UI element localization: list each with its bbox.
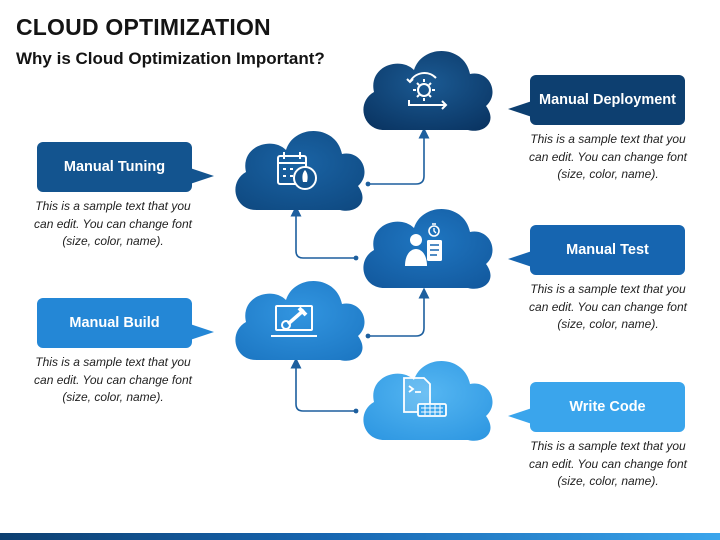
- card-write-code: Write Code: [508, 382, 685, 432]
- gear-cycle-icon: [406, 72, 448, 110]
- card-manual-test: Manual Test: [508, 225, 685, 275]
- connector-tuning-to-deployment: [368, 127, 430, 185]
- laptop-tools-icon: [271, 305, 317, 337]
- tester-clipboard-icon: [405, 223, 442, 266]
- connectors: [290, 127, 430, 414]
- cloud-manual-test: [363, 208, 493, 289]
- bottom-accent-bar: [0, 533, 720, 540]
- description-manual-deployment: This is a sample text that you can edit.…: [529, 132, 687, 181]
- cloud-manual-build: [235, 280, 365, 361]
- calendar-rocket-icon: [277, 152, 317, 190]
- page-subtitle: Why is Cloud Optimization Important?: [16, 49, 325, 68]
- card-manual-tuning: Manual Tuning: [37, 142, 214, 192]
- card-manual-deployment: Manual Deployment: [508, 75, 685, 125]
- description-manual-test: This is a sample text that you can edit.…: [529, 282, 687, 331]
- connector-test-to-tuning: [290, 205, 356, 259]
- cloud-write-code: [363, 360, 493, 441]
- page-title: CLOUD OPTIMIZATION: [16, 14, 271, 40]
- code-keyboard-icon: [403, 377, 447, 417]
- cloud-manual-deployment: [363, 50, 493, 131]
- cloud-manual-tuning: [235, 130, 365, 211]
- connector-write-to-build: [290, 357, 356, 412]
- connector-build-to-test: [368, 287, 430, 337]
- card-manual-build: Manual Build: [37, 298, 214, 348]
- description-write-code: This is a sample text that you can edit.…: [529, 439, 687, 488]
- description-manual-tuning: This is a sample text that you can edit.…: [34, 199, 192, 248]
- description-manual-build: This is a sample text that you can edit.…: [34, 355, 192, 404]
